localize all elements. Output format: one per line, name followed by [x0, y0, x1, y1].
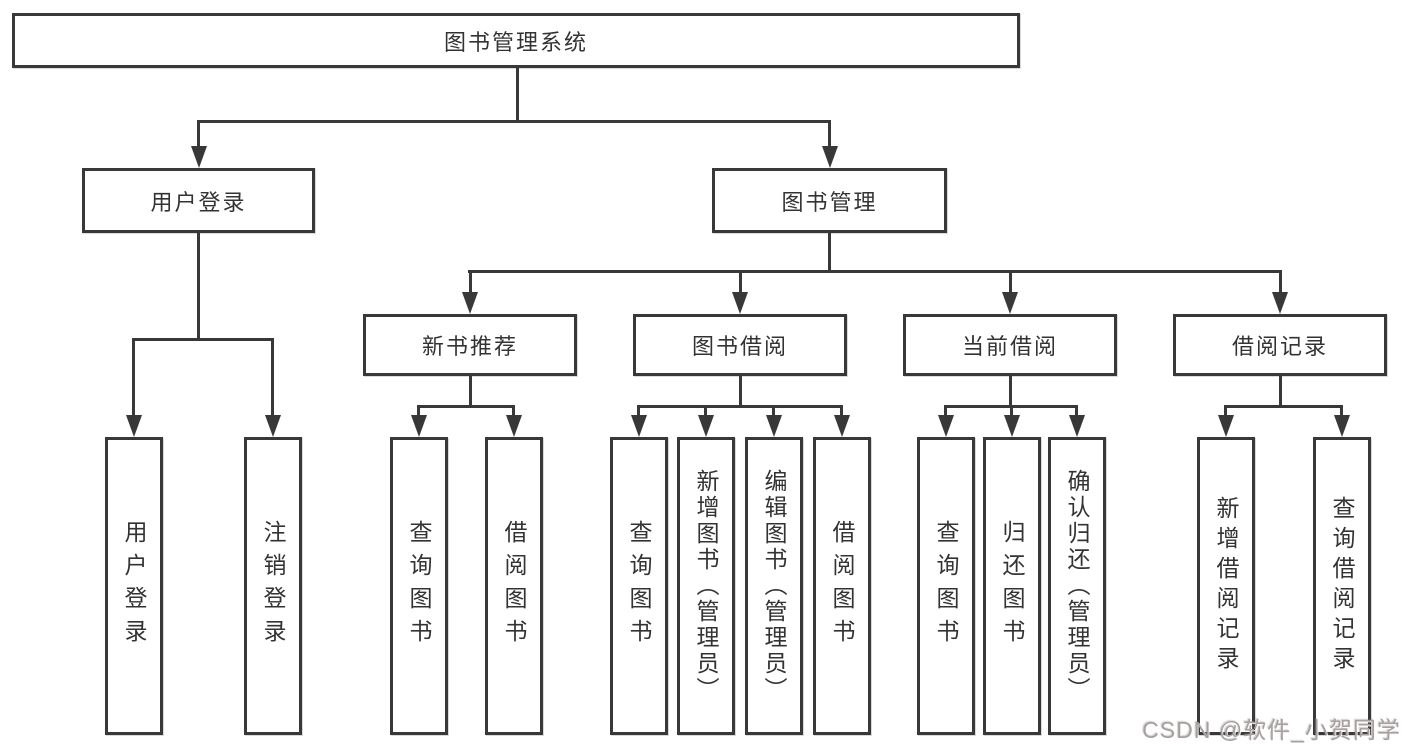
arrowhead-down-icon	[937, 415, 954, 437]
connector-userlogin-drop-1	[132, 338, 135, 417]
connector-userlogin-drop-2	[271, 338, 274, 417]
connector-br-drop-2	[1340, 405, 1343, 417]
node-borrow-records: 借阅记录	[1173, 314, 1387, 376]
leaf-cb-query-books-label: 查询图书	[933, 520, 959, 652]
arrowhead-down-icon	[833, 415, 850, 437]
leaf-cb-return-books: 归还图书	[983, 437, 1041, 735]
node-root-label: 图书管理系统	[443, 29, 588, 55]
node-book-management: 图书管理	[712, 168, 947, 233]
connector-nbr-drop-2	[512, 405, 515, 417]
node-current-borrow: 当前借阅	[903, 314, 1117, 376]
connector-cb-stem	[1008, 376, 1012, 405]
connector-nbr-stem	[468, 376, 472, 405]
connector-root-bar	[197, 120, 831, 123]
connector-br-stem	[1278, 376, 1282, 405]
connector-root-stem	[515, 68, 519, 120]
connector-bb-drop-2	[704, 405, 707, 417]
leaf-bb-add-books-admin-label: 新增图书（管理员）	[693, 469, 719, 703]
leaf-cb-confirm-return-admin-label: 确认归还（管理员）	[1064, 469, 1090, 703]
connector-bookmgmt-drop-4	[1278, 270, 1282, 294]
leaf-bb-query-books-label: 查询图书	[626, 520, 652, 652]
connector-cb-drop-2	[1010, 405, 1013, 417]
node-current-borrow-label: 当前借阅	[961, 334, 1058, 359]
connector-cb-drop-3	[1075, 405, 1078, 417]
connector-bb-drop-3	[772, 405, 775, 417]
connector-bookmgmt-stem	[828, 233, 831, 270]
arrowhead-down-icon	[264, 415, 281, 437]
node-book-borrow: 图书借阅	[633, 314, 847, 376]
arrowhead-down-icon	[462, 292, 478, 314]
arrowhead-down-icon	[1217, 415, 1234, 437]
node-user-login: 用户登录	[82, 168, 315, 233]
arrowhead-down-icon	[190, 146, 207, 168]
leaf-nbr-borrow-books: 借阅图书	[485, 437, 543, 735]
connector-bookmgmt-drop-3	[1008, 270, 1012, 294]
arrowhead-down-icon	[1068, 415, 1085, 437]
leaf-br-add-record: 新增借阅记录	[1197, 437, 1255, 735]
leaf-br-query-record-label: 查询借阅记录	[1329, 496, 1355, 676]
leaf-cb-confirm-return-admin: 确认归还（管理员）	[1048, 437, 1106, 735]
leaf-bb-add-books-admin: 新增图书（管理员）	[677, 437, 735, 735]
connector-bb-stem	[738, 376, 742, 405]
arrowhead-down-icon	[410, 415, 427, 437]
leaf-logout-label: 注销登录	[260, 520, 286, 652]
connector-br-drop-1	[1224, 405, 1227, 417]
connector-root-drop-right	[828, 120, 831, 150]
leaf-user-login: 用户登录	[105, 437, 163, 735]
node-root: 图书管理系统	[12, 13, 1020, 68]
connector-bookmgmt-drop-1	[468, 270, 472, 294]
connector-bb-drop-4	[840, 405, 843, 417]
leaf-user-login-label: 用户登录	[121, 520, 147, 652]
arrowhead-down-icon	[1272, 292, 1288, 314]
connector-userlogin-bar	[132, 338, 274, 341]
leaf-bb-borrow-books: 借阅图书	[813, 437, 871, 735]
leaf-bb-borrow-books-label: 借阅图书	[829, 520, 855, 652]
arrowhead-down-icon	[697, 415, 714, 437]
leaf-bb-query-books: 查询图书	[610, 437, 668, 735]
connector-cb-drop-1	[944, 405, 947, 417]
connector-bookmgmt-bar	[468, 270, 1281, 273]
node-new-book-recommend: 新书推荐	[363, 314, 577, 376]
leaf-cb-query-books: 查询图书	[917, 437, 975, 735]
connector-bookmgmt-drop-2	[738, 270, 742, 294]
node-borrow-records-label: 借阅记录	[1231, 334, 1328, 359]
node-new-book-recommend-label: 新书推荐	[421, 334, 518, 359]
connector-br-bar	[1224, 405, 1343, 408]
arrowhead-down-icon	[1333, 415, 1350, 437]
arrowhead-down-icon	[630, 415, 647, 437]
leaf-nbr-query-books-label: 查询图书	[406, 520, 432, 652]
leaf-br-add-record-label: 新增借阅记录	[1213, 496, 1239, 676]
arrowhead-down-icon	[505, 415, 522, 437]
leaf-logout: 注销登录	[244, 437, 302, 735]
leaf-nbr-query-books: 查询图书	[390, 437, 448, 735]
arrowhead-down-icon	[125, 415, 142, 437]
leaf-cb-return-books-label: 归还图书	[999, 520, 1025, 652]
connector-nbr-bar	[417, 405, 515, 408]
arrowhead-down-icon	[765, 415, 782, 437]
leaf-nbr-borrow-books-label: 借阅图书	[501, 520, 527, 652]
arrowhead-down-icon	[1002, 292, 1018, 314]
connector-bb-drop-1	[637, 405, 640, 417]
connector-nbr-drop-1	[417, 405, 420, 417]
arrowhead-down-icon	[821, 146, 838, 168]
arrowhead-down-icon	[1003, 415, 1020, 437]
node-user-login-label: 用户登录	[150, 189, 247, 215]
connector-root-drop-left	[197, 120, 200, 150]
arrowhead-down-icon	[732, 292, 748, 314]
leaf-br-query-record: 查询借阅记录	[1313, 437, 1371, 735]
leaf-bb-edit-books-admin-label: 编辑图书（管理员）	[761, 469, 787, 703]
node-book-borrow-label: 图书借阅	[691, 334, 788, 359]
connector-userlogin-stem	[197, 233, 200, 338]
connector-bb-bar	[637, 405, 843, 408]
leaf-bb-edit-books-admin: 编辑图书（管理员）	[745, 437, 803, 735]
csdn-watermark: CSDN @软件_小贺同学	[1142, 717, 1401, 743]
node-book-management-label: 图书管理	[781, 189, 878, 215]
